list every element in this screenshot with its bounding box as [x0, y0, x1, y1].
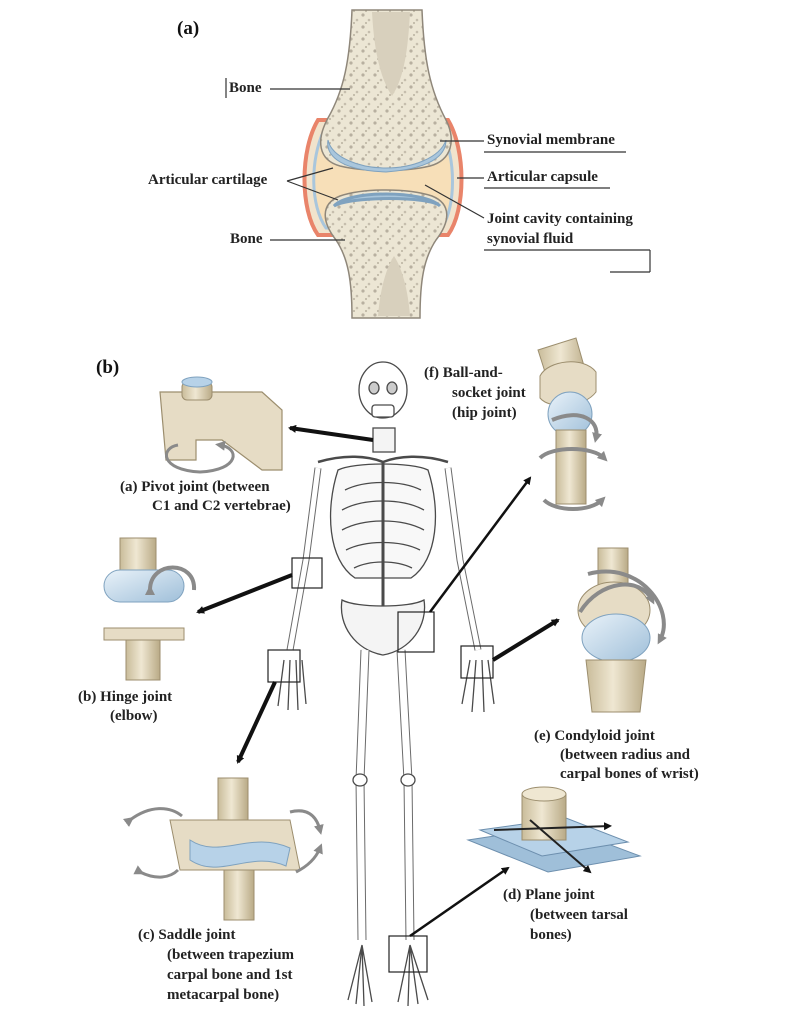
panel-a-tag: (a) — [177, 18, 200, 39]
label-saddle-line1: (c) Saddle joint — [138, 927, 236, 943]
label-plane-line3: bones) — [530, 927, 572, 943]
label-plane-line1: (d) Plane joint — [503, 887, 595, 903]
pointer-arrows — [196, 424, 560, 938]
plane-joint-model — [466, 786, 642, 874]
label-pivot-line2: C1 and C2 vertebrae) — [152, 498, 291, 514]
label-synovial-membrane: Synovial membrane — [487, 132, 615, 148]
label-condyloid-line1: (e) Condyloid joint — [534, 728, 655, 744]
label-bone-bottom: Bone — [230, 231, 263, 247]
label-articular-capsule: Articular capsule — [487, 169, 598, 185]
label-joint-cavity-line1: Joint cavity containing — [487, 211, 633, 227]
label-articular-cartilage: Articular cartilage — [148, 172, 268, 188]
label-ball-socket-line3: (hip joint) — [452, 405, 517, 421]
label-condyloid-line3: carpal bones of wrist) — [560, 766, 699, 782]
label-saddle-line4: metacarpal bone) — [167, 987, 280, 1003]
saddle-joint-model — [123, 777, 324, 921]
label-joint-cavity-line2: synovial fluid — [487, 231, 574, 247]
pelvis — [340, 598, 426, 656]
lower-marrow-cavity — [378, 256, 410, 316]
pivot-joint-model — [159, 376, 283, 474]
condyloid-joint-model — [577, 547, 667, 713]
label-saddle-line3: carpal bone and 1st — [167, 967, 293, 983]
skeleton-illustration — [277, 361, 495, 1007]
skeleton-highlight-boxes — [267, 557, 494, 973]
label-saddle-line2: (between trapezium — [167, 947, 295, 963]
label-hinge-line2: (elbow) — [110, 708, 158, 724]
label-condyloid-line2: (between radius and — [560, 747, 691, 763]
panel-a-leader-lines — [225, 78, 651, 273]
upper-articular-cartilage — [327, 139, 447, 173]
skull — [358, 361, 408, 419]
label-bone-top: Bone — [229, 80, 262, 96]
hinge-joint-model — [103, 537, 197, 681]
label-ball-socket-line2: socket joint — [452, 385, 526, 401]
synovial-joint-illustration — [302, 9, 464, 319]
label-ball-socket-line1: (f) Ball-and- — [424, 365, 503, 381]
label-hinge-line1: (b) Hinge joint — [78, 689, 173, 705]
label-plane-line2: (between tarsal — [530, 907, 628, 923]
upper-marrow-cavity — [372, 12, 410, 96]
panel-b-tag: (b) — [96, 357, 120, 378]
label-pivot-line1: (a) Pivot joint (between — [120, 479, 270, 495]
ball-and-socket-model — [537, 337, 608, 511]
lower-articular-cartilage — [332, 192, 442, 208]
cervical-spine-box — [372, 427, 396, 453]
